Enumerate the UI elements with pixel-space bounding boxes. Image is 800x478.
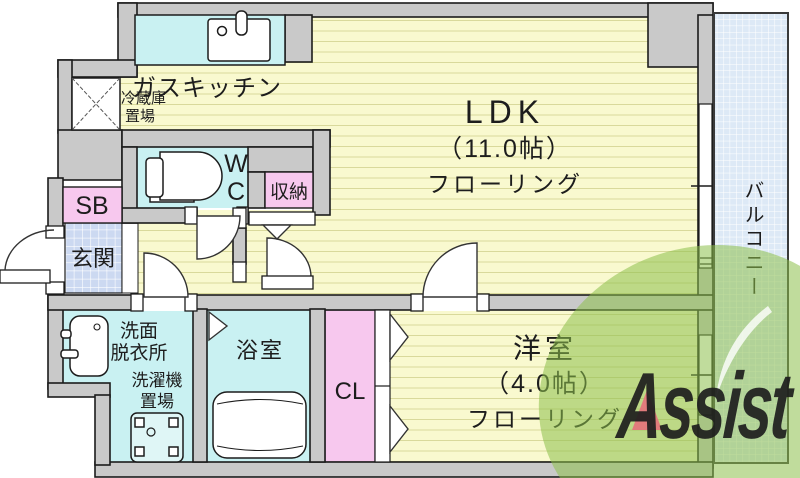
wall-washroom-bath	[192, 308, 208, 463]
wall-above-wc	[121, 129, 331, 148]
assist-logo-text: Assist	[613, 353, 797, 458]
bathtub	[212, 391, 307, 459]
fridge-label-line2: 置場	[125, 108, 155, 125]
ldk-floor-main	[330, 67, 698, 295]
washroom-door-jamb-right	[184, 293, 198, 312]
kitchen-drain	[216, 25, 228, 37]
wc-label-line2: C	[227, 178, 245, 206]
kitchen-faucet	[235, 10, 248, 36]
ldk-name: LDK	[465, 94, 545, 130]
shuunou-door-bar	[248, 211, 316, 226]
sentakuki-label-line2: 置場	[140, 392, 174, 411]
openings	[45, 103, 721, 416]
ldk-size: （11.0帖）	[437, 135, 573, 163]
shuunou-box	[264, 171, 314, 209]
shuunou-label: 収納	[270, 181, 308, 203]
closet-label: CL	[335, 378, 366, 405]
fridge-box-outline	[71, 77, 121, 131]
toilet-tank	[145, 157, 164, 198]
assist-logo-leaf	[538, 244, 800, 478]
wall-block-left	[57, 129, 123, 181]
youshitsu-door-opening	[423, 294, 477, 311]
sb-box	[62, 186, 123, 224]
youshitsu-door-jamb-left	[410, 293, 424, 312]
assist-logo-red-accent	[632, 390, 662, 430]
shuunou-door-marker	[261, 224, 293, 240]
hall-jamb-bottom	[232, 261, 247, 283]
assist-logo: Assist	[538, 244, 800, 478]
sb-label: SB	[75, 192, 108, 220]
wall-left-entry-upper	[47, 177, 64, 229]
ldk-floor-sliver	[312, 62, 330, 133]
wall-bath-closet	[309, 308, 326, 463]
genkan-step	[121, 222, 139, 294]
washing-machine-corner-3	[134, 446, 145, 457]
washroom-door-jamb-left	[130, 293, 144, 312]
washroom-sink	[60, 315, 109, 377]
youshitsu-door-jamb-right	[476, 293, 490, 312]
washroom-door-opening	[143, 294, 185, 311]
wc-label-line1: W	[224, 150, 248, 178]
wall-kitchen-right	[284, 14, 313, 63]
assist-logo-swoosh	[716, 306, 772, 398]
entrance-jamb-bottom	[45, 281, 65, 295]
bathtub-line-bottom	[216, 445, 304, 452]
washroom-faucet-2	[60, 349, 79, 359]
walls	[47, 2, 714, 478]
toilet-bowl	[159, 151, 223, 201]
washing-machine-corner-2	[168, 417, 179, 428]
doors	[0, 211, 478, 463]
wc-door-swing	[196, 215, 241, 260]
bathtub-outline	[212, 391, 307, 459]
sentakuki-label-line1: 洗濯機	[132, 371, 183, 390]
washroom-faucet-1	[60, 329, 72, 339]
wall-bottomleft-v	[94, 394, 111, 466]
fridge-label-line1: 冷蔵庫	[121, 90, 166, 107]
entrance-jamb-top	[45, 225, 65, 239]
fridge-box	[71, 77, 121, 131]
closet-door-marker-top	[389, 311, 409, 363]
senmen-label-line1: 洗面	[120, 320, 158, 342]
washroom-door-swing	[143, 252, 189, 298]
ldk-floor-top	[312, 17, 648, 67]
wall-left-upper	[57, 59, 73, 134]
entrance-door-leaf	[0, 269, 51, 284]
ldk-floor-label: フローリング	[427, 171, 583, 197]
closet-area	[324, 309, 376, 463]
washing-machine-knob	[146, 427, 156, 437]
washroom-sink-basin	[69, 315, 109, 377]
bathroom-door-marker	[208, 310, 229, 342]
kitchen-label: ガスキッチン	[132, 75, 282, 102]
washroom-sink-drain	[93, 323, 101, 331]
wall-above-shuunou	[247, 146, 314, 173]
entrance-opening	[48, 238, 64, 282]
washing-machine-corner-1	[134, 417, 145, 428]
ldk-door-swing	[266, 237, 312, 278]
wc-door-jamb-left	[184, 206, 198, 225]
wall-bottomleft-h	[47, 382, 111, 398]
wall-shuunou-left	[247, 171, 266, 209]
closet-door-marker-bottom	[389, 403, 409, 455]
bath-label: 浴室	[236, 338, 284, 363]
bathtub-line-top	[216, 398, 304, 405]
toilet	[145, 151, 223, 203]
washing-machine-corner-4	[168, 446, 179, 457]
youshitsu-door-swing	[422, 242, 478, 298]
ldk-door-leaf	[261, 275, 314, 290]
wall-shuunou-right	[312, 129, 331, 216]
genkan-label: 玄関	[71, 246, 115, 271]
entrance-door-arc	[4, 229, 55, 271]
senmen-label-line2: 脱衣所	[110, 342, 167, 364]
washing-machine	[130, 412, 184, 463]
fixtures	[60, 10, 314, 463]
